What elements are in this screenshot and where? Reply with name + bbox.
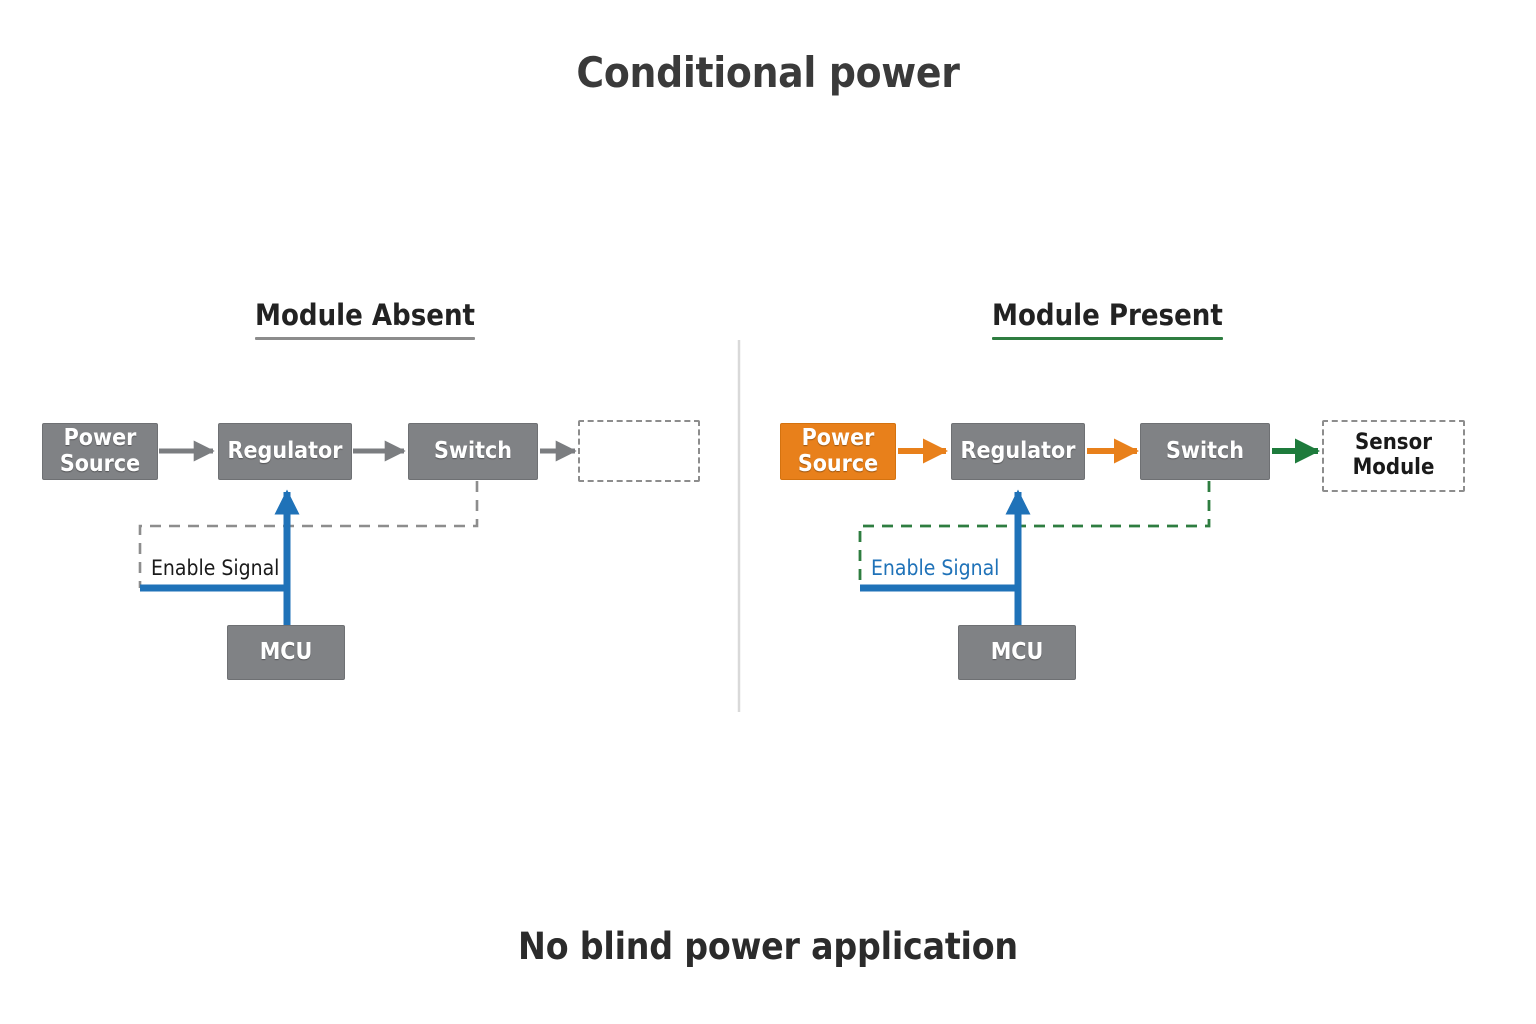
panel-heading-absent-rule (255, 337, 476, 340)
panel-heading-module-present: Module Present (992, 298, 1223, 340)
power-source-present-line1: Power (801, 424, 875, 451)
block-power-source-present[interactable]: Power Source (780, 423, 896, 480)
block-module-placeholder-absent[interactable] (578, 420, 700, 482)
sensor-module-line2: Module (1352, 455, 1435, 480)
feedback-path-absent (138, 481, 479, 588)
block-mcu-absent[interactable]: MCU (227, 625, 345, 680)
block-mcu-present[interactable]: MCU (958, 625, 1076, 680)
block-power-source-absent[interactable]: Power Source (42, 423, 158, 480)
enable-signal-label-absent: Enable Signal (151, 556, 280, 580)
sensor-module-line1: Sensor (1355, 430, 1432, 456)
regulator-present-label: Regulator (960, 437, 1076, 464)
block-switch-absent[interactable]: Switch (408, 423, 538, 480)
panel-heading-absent-text: Module Absent (255, 298, 476, 332)
mcu-absent-label: MCU (259, 638, 313, 665)
block-regulator-absent[interactable]: Regulator (218, 423, 352, 480)
panel-heading-present-rule (992, 337, 1223, 340)
switch-absent-label: Switch (434, 437, 512, 464)
power-source-absent-line1: Power (63, 424, 137, 451)
panel-heading-module-absent: Module Absent (255, 298, 476, 340)
power-source-present-line2: Source (797, 450, 879, 477)
page-title: Conditional power (576, 48, 960, 97)
block-regulator-present[interactable]: Regulator (951, 423, 1085, 480)
enable-signal-label-present: Enable Signal (871, 556, 1000, 580)
block-switch-present[interactable]: Switch (1140, 423, 1270, 480)
power-source-absent-line2: Source (59, 450, 141, 477)
mcu-present-label: MCU (990, 638, 1044, 665)
panel-heading-present-text: Module Present (992, 298, 1223, 332)
page-caption: No blind power application (518, 925, 1018, 968)
block-sensor-module-present[interactable]: Sensor Module (1322, 420, 1465, 492)
feedback-path-present (858, 481, 1211, 588)
regulator-absent-label: Regulator (227, 437, 343, 464)
switch-present-label: Switch (1166, 437, 1244, 464)
